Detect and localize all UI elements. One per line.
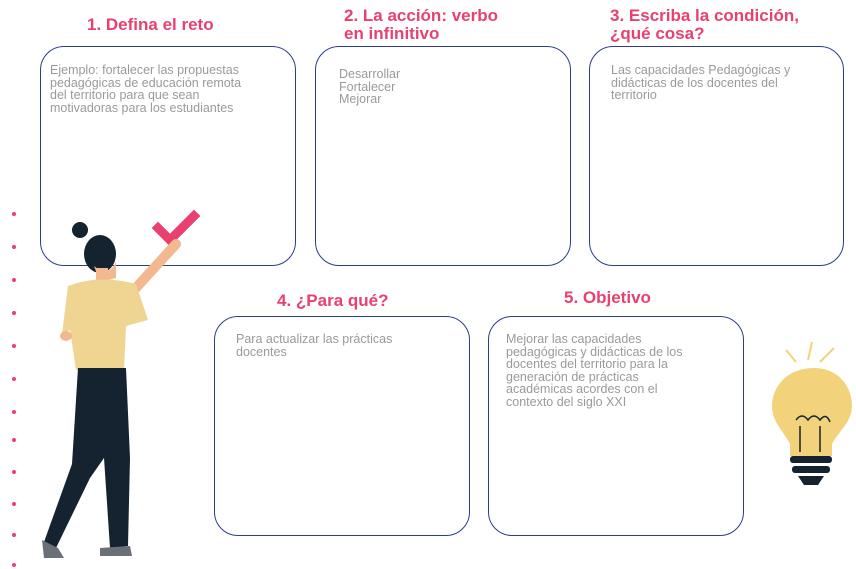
woman-with-checkmark-illustration — [42, 209, 201, 558]
step-1-card[interactable]: Ejemplo: fortalecer las propuestas pedag… — [40, 46, 296, 266]
dot — [12, 212, 16, 216]
dot — [12, 563, 16, 567]
dot — [12, 344, 16, 348]
step-2-card[interactable]: Desarrollar Fortalecer Mejorar — [315, 46, 571, 266]
step-5-text: Mejorar las capacidades pedagógicas y di… — [506, 332, 683, 409]
step-3-card[interactable]: Las capacidades Pedagógicas y didácticas… — [589, 46, 844, 266]
dot — [12, 278, 16, 282]
step-1-text: Ejemplo: fortalecer las propuestas pedag… — [50, 63, 242, 115]
dot — [12, 470, 16, 474]
dot — [12, 533, 16, 537]
step-3-text: Las capacidades Pedagógicas y didácticas… — [611, 63, 791, 102]
step-4-text: Para actualizar las prácticas docentes — [236, 332, 393, 359]
step-2-text: Desarrollar Fortalecer Mejorar — [339, 67, 401, 106]
step-5-card[interactable]: Mejorar las capacidades pedagógicas y di… — [488, 316, 744, 536]
step-4-card[interactable]: Para actualizar las prácticas docentes — [214, 316, 470, 536]
dot — [12, 311, 16, 315]
step-2-title: 2. La acción: verbo en infinitivo — [344, 6, 498, 43]
dot — [12, 438, 16, 442]
step-3-title: 3. Escriba la condición, ¿qué cosa? — [610, 6, 799, 43]
step-5-title: 5. Objetivo — [564, 288, 651, 307]
step-4-title: 4. ¿Para qué? — [277, 291, 389, 310]
lightbulb-icon — [772, 341, 852, 485]
dot — [12, 410, 16, 414]
dot — [12, 502, 16, 506]
step-1-title: 1. Defina el reto — [87, 15, 214, 34]
checkmark-icon — [151, 209, 201, 247]
dot — [12, 245, 16, 249]
dot — [12, 377, 16, 381]
